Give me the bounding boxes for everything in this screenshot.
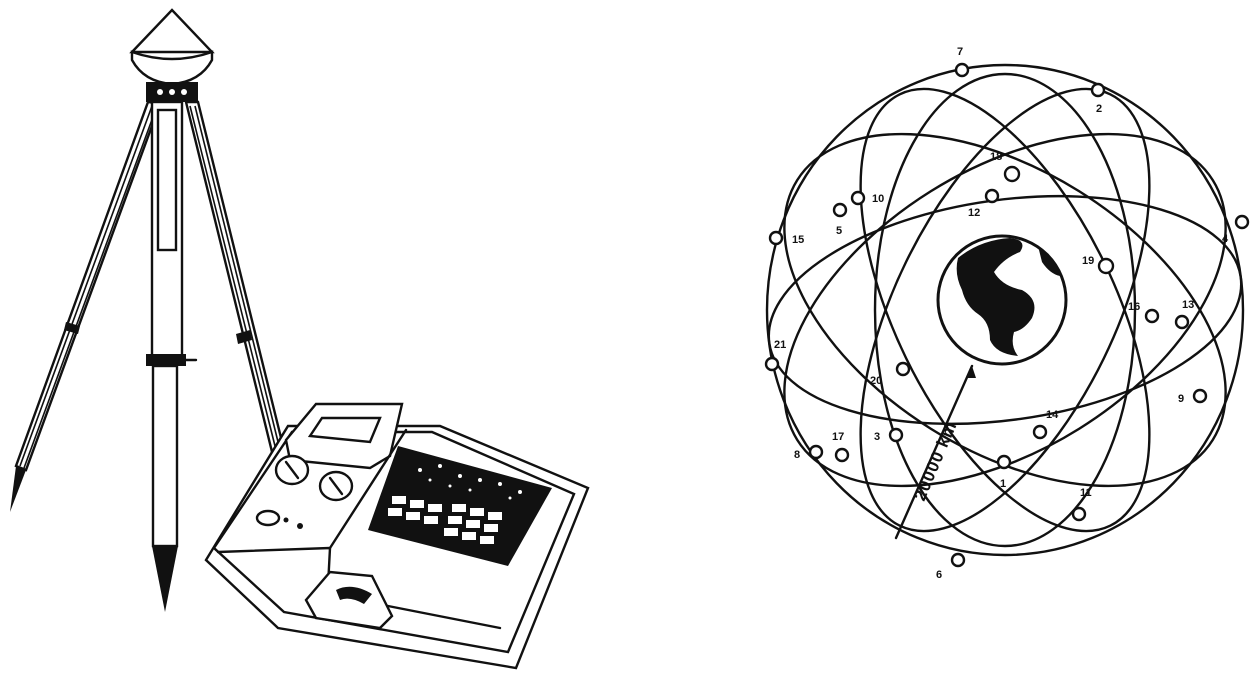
- satellite-label: 12: [968, 207, 980, 219]
- satellite-14: 14: [1034, 409, 1059, 438]
- satellite-5: 5: [834, 204, 846, 237]
- satellite-7: 7: [956, 46, 968, 76]
- satellite-label: 10: [872, 193, 884, 205]
- satellite-label: 9: [1178, 393, 1184, 405]
- tripod-center-pole: [146, 102, 196, 612]
- satellite-label: 8: [794, 449, 800, 461]
- earth-globe-icon: [938, 236, 1066, 364]
- tripod-head: [146, 82, 198, 102]
- satellite-label: 17: [832, 431, 844, 443]
- receiver-console: [206, 404, 588, 668]
- tripod-leg-left: [10, 102, 160, 512]
- satellite-15: 15: [770, 232, 804, 246]
- satellite-6: 6: [936, 554, 964, 581]
- satellite-9: 9: [1178, 390, 1206, 405]
- satellite-20: 20: [870, 363, 909, 387]
- satellite-11: 11: [1073, 487, 1092, 520]
- tripod-leg-right: [186, 102, 286, 460]
- satellite-10: 10: [852, 192, 884, 205]
- distance-indicator: 20000 km: [896, 366, 976, 538]
- satellite-constellation-icon: 20000 km 7 2 18 10 12 5 15 4 19 16 13 21…: [723, 46, 1254, 581]
- satellite-label: 1: [1000, 478, 1006, 490]
- satellite-label: 20: [870, 375, 882, 387]
- satellite-label: 2: [1096, 103, 1102, 115]
- satellite-1: 1: [998, 456, 1010, 490]
- satellite-label: 19: [1082, 255, 1094, 267]
- satellite-label: 13: [1182, 299, 1194, 311]
- antenna-dome: [132, 10, 212, 84]
- satellite-label: 6: [936, 569, 942, 581]
- satellite-label: 4: [1222, 233, 1229, 245]
- gps-receiver-on-tripod-icon: [10, 10, 588, 668]
- satellite-label: 15: [792, 234, 804, 246]
- satellite-label: 21: [774, 339, 786, 351]
- satellite-17: 17: [832, 431, 848, 461]
- satellite-label: 5: [836, 225, 842, 237]
- satellite-2: 2: [1092, 84, 1104, 115]
- satellite-label: 3: [874, 431, 880, 443]
- satellite-16: 16: [1128, 301, 1158, 322]
- satellite-label: 14: [1046, 409, 1059, 421]
- satellite-label: 16: [1128, 301, 1140, 313]
- satellite-label: 18: [990, 151, 1002, 163]
- satellite-3: 3: [874, 429, 902, 443]
- satellite-19: 19: [1082, 255, 1113, 273]
- satellite-label: 11: [1080, 487, 1092, 499]
- satellite-label: 7: [957, 46, 963, 58]
